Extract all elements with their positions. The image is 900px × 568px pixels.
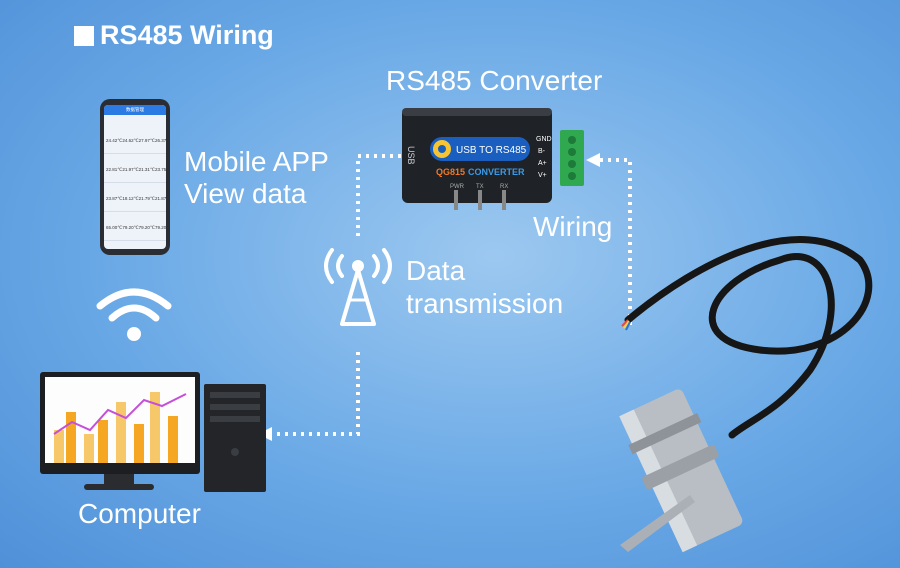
phone-data-cell: 21.97℃ (122, 167, 139, 172)
sensor-cable (624, 236, 873, 439)
monitor-chart-line (53, 393, 187, 435)
phone-data-row: 23.87℃18.12℃21.79℃21.87℃ (104, 187, 166, 212)
wifi-icon (96, 288, 172, 341)
phone-data-cell: 26.37℃ (154, 138, 166, 143)
computer-link-line (270, 352, 360, 436)
computer (40, 372, 266, 492)
converter-label: RS485 Converter (386, 65, 603, 96)
temperature-sensor (619, 236, 873, 553)
monitor-chart-bar (150, 392, 160, 463)
phone-data-cell: 79.20℃ (122, 225, 139, 230)
wiring-arrow-icon (586, 153, 600, 167)
monitor-chart-bar (134, 424, 144, 463)
monitor-chart-bar (98, 420, 108, 463)
monitor-chart (53, 392, 187, 463)
terminal-b-label: B- (538, 148, 546, 155)
sensor-wires-icon (621, 319, 631, 331)
transmission-label: transmission (406, 288, 564, 319)
mobile-app-label: Mobile APP (184, 146, 329, 177)
phone-data-cell: 21.31℃ (138, 167, 155, 172)
phone-data-cell: 24.42℃ (106, 138, 123, 143)
mobile-phone: 数据管理 24.42℃24.62℃27.97℃26.37℃ 22.81℃21.97… (100, 99, 170, 255)
phone-data-cell: 24.62℃ (122, 138, 139, 143)
phone-data-row: 65.00℃79.20℃79.20℃79.20℃ (104, 216, 166, 241)
view-data-label: View data (184, 178, 307, 209)
title-square-icon (74, 25, 94, 46)
wiring-link-line (598, 158, 632, 325)
monitor-chart-bar (54, 430, 64, 463)
pc-tower (204, 384, 266, 492)
led-pwr-label: PWR (450, 184, 465, 190)
led-rx-label: RX (500, 184, 508, 190)
usb-port-label: USB (406, 146, 416, 165)
phone-data-table: 24.42℃24.62℃27.97℃26.37℃ 22.81℃21.97℃21.3… (104, 129, 166, 241)
phone-data-cell: 18.12℃ (122, 196, 139, 201)
phone-data-row: 24.42℃24.62℃27.97℃26.37℃ (104, 129, 166, 154)
phone-data-cell: 21.87℃ (154, 196, 166, 201)
data-label: Data (406, 255, 466, 286)
terminal-a-label: A+ (538, 160, 547, 167)
computer-label: Computer (78, 498, 201, 529)
phone-header: 数据管理 (104, 105, 166, 115)
phone-data-cell: 22.81℃ (106, 167, 123, 172)
usb-link-line (356, 154, 401, 236)
monitor-chart-bar (66, 412, 76, 463)
phone-data-cell: 21.79℃ (138, 196, 155, 201)
terminal-gnd-label: GND (536, 136, 552, 143)
led-tx-label: TX (476, 184, 484, 190)
phone-data-cell: 79.20℃ (154, 225, 166, 230)
terminal-v-label: V+ (538, 172, 547, 179)
phone-screen: 数据管理 24.42℃24.62℃27.97℃26.37℃ 22.81℃21.97… (104, 105, 166, 249)
wiring-label: Wiring (533, 211, 613, 242)
phone-data-cell: 65.00℃ (106, 225, 123, 230)
monitor-chart-bar (84, 434, 94, 463)
phone-data-cell: 23.87℃ (106, 196, 123, 201)
converter-model-text: QG815 (436, 167, 465, 177)
antenna-tower-icon (324, 248, 392, 326)
monitor-chart-bar (168, 416, 178, 463)
rs485-converter: USB USB TO RS485 QG815 CONVERTER PWR TX … (402, 108, 584, 210)
phone-data-cell: 27.97℃ (138, 138, 155, 143)
title-text: RS485 Wiring (100, 20, 274, 50)
phone-data-cell: 23.75℃ (154, 167, 166, 172)
monitor-chart-bar (116, 402, 126, 463)
page-title: RS485 Wiring (74, 20, 274, 51)
converter-brand-text: USB TO RS485 (456, 145, 527, 156)
phone-data-cell: 79.20℃ (138, 225, 155, 230)
phone-data-row: 22.81℃21.97℃21.31℃23.75℃ (104, 158, 166, 183)
converter-type-text: CONVERTER (468, 167, 525, 177)
